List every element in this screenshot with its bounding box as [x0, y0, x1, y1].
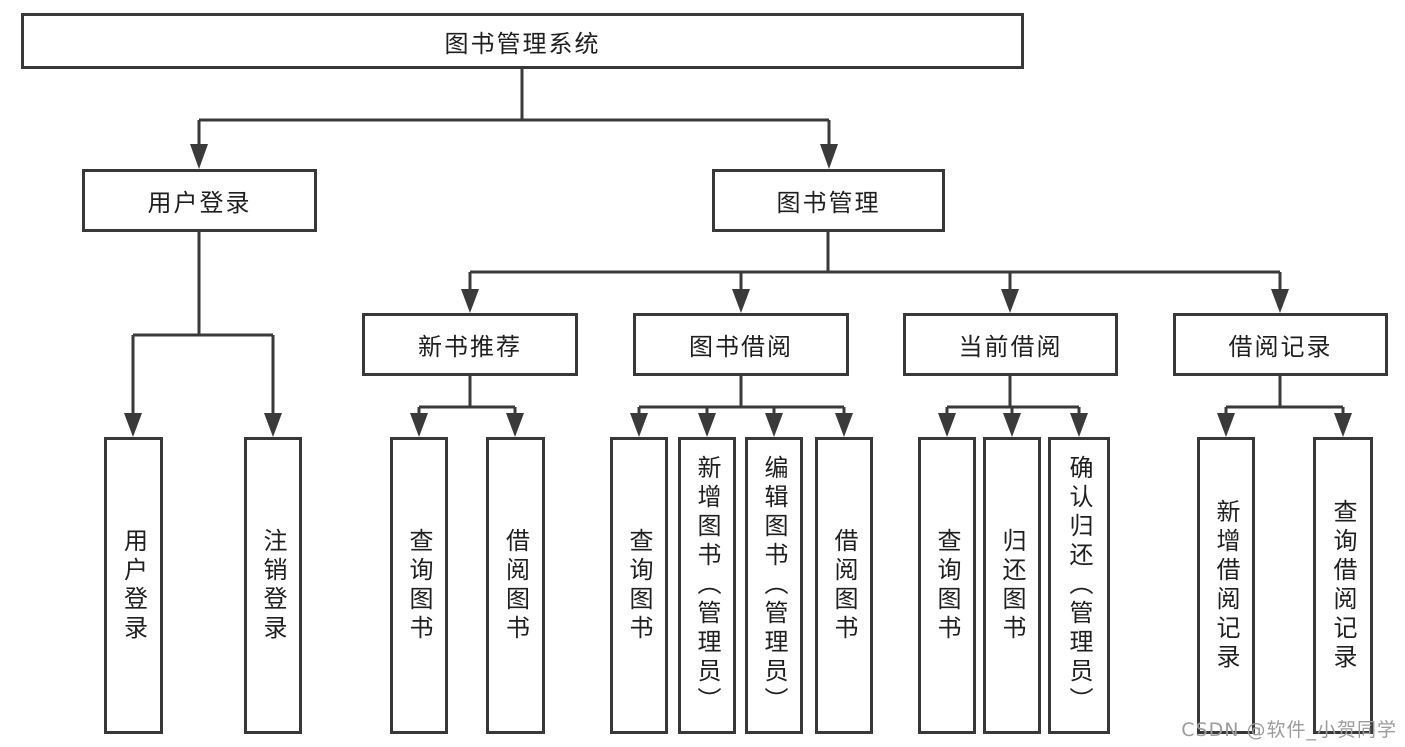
- node-label: 编辑图书（管理员）: [760, 455, 788, 716]
- node-borrowing-records: 借阅记录: [1173, 313, 1388, 376]
- node-book-management: 图书管理: [712, 169, 945, 232]
- node-label: 图书管理: [776, 189, 881, 217]
- leaf-confirm-return-admin: 确认归还（管理员）: [1048, 437, 1110, 734]
- node-label: 图书借阅: [689, 333, 793, 361]
- node-new-book-recommend: 新书推荐: [362, 313, 578, 376]
- leaf-query-books: 查询图书: [390, 437, 448, 734]
- node-label: 新书推荐: [418, 333, 522, 361]
- node-label: 图书管理系统: [444, 29, 601, 58]
- node-label: 借阅图书: [501, 527, 530, 644]
- node-label: 注销登录: [259, 527, 287, 644]
- node-label: 新增借阅记录: [1212, 498, 1240, 673]
- node-library-management-system: 图书管理系统: [21, 13, 1024, 69]
- node-label: 用户登录: [119, 527, 148, 644]
- leaf-logout: 注销登录: [244, 437, 302, 734]
- node-label: 用户登录: [147, 189, 252, 217]
- node-label: 确认归还（管理员）: [1065, 455, 1093, 716]
- leaf-add-books-admin: 新增图书（管理员）: [678, 437, 736, 734]
- leaf-query-books-2: 查询图书: [610, 437, 668, 734]
- node-current-borrowing: 当前借阅: [903, 313, 1118, 376]
- node-label: 借阅图书: [830, 527, 858, 644]
- leaf-borrow-books-2: 借阅图书: [815, 437, 873, 734]
- leaf-user-login: 用户登录: [104, 437, 163, 734]
- node-label: 查询借阅记录: [1329, 498, 1357, 673]
- node-label: 当前借阅: [958, 333, 1063, 361]
- node-label: 借阅记录: [1228, 333, 1333, 361]
- leaf-borrow-books: 借阅图书: [486, 437, 545, 734]
- leaf-query-books-3: 查询图书: [918, 437, 976, 734]
- node-label: 归还图书: [998, 527, 1026, 644]
- node-label: 查询图书: [933, 527, 961, 644]
- node-label: 新增图书（管理员）: [693, 455, 721, 716]
- node-label: 查询图书: [625, 527, 653, 644]
- leaf-edit-books-admin: 编辑图书（管理员）: [745, 437, 803, 734]
- node-label: 查询图书: [405, 527, 433, 644]
- csdn-watermark: CSDN @软件_小贺同学: [1181, 719, 1397, 741]
- node-book-borrowing: 图书借阅: [633, 313, 849, 376]
- node-user-login: 用户登录: [82, 169, 317, 232]
- leaf-query-borrow-record: 查询借阅记录: [1313, 437, 1373, 734]
- leaf-return-books: 归还图书: [983, 437, 1041, 734]
- leaf-add-borrow-record: 新增借阅记录: [1197, 437, 1255, 734]
